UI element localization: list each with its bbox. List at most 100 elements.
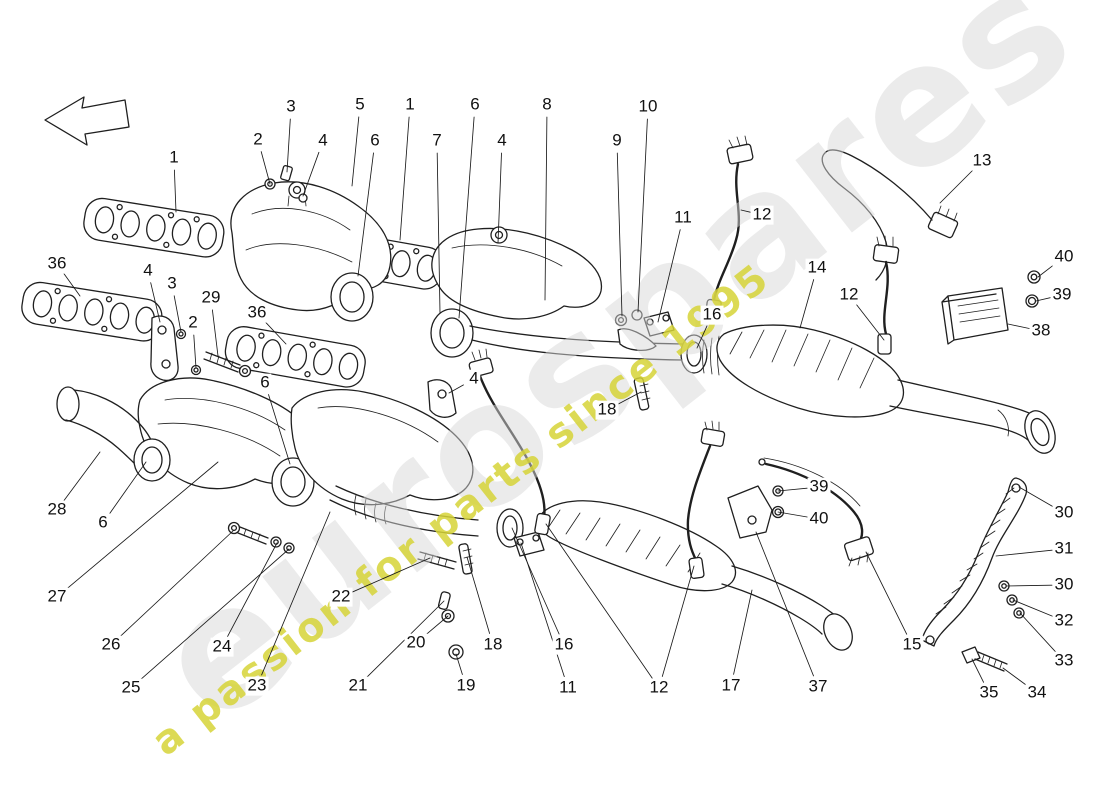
leader-line xyxy=(211,309,219,357)
stud-18-upper xyxy=(633,377,651,411)
part-callout-23[interactable]: 23 xyxy=(245,675,269,696)
leader-line xyxy=(261,511,331,676)
part-callout-35[interactable]: 35 xyxy=(977,682,1001,703)
part-callout-40[interactable]: 40 xyxy=(1052,246,1076,267)
leader-line xyxy=(755,531,814,677)
part-callout-13[interactable]: 13 xyxy=(970,150,994,171)
leader-line xyxy=(1005,584,1053,587)
part-callout-6[interactable]: 6 xyxy=(96,512,110,533)
pin-21 xyxy=(437,591,451,610)
part-callout-39[interactable]: 39 xyxy=(1050,284,1074,305)
part-callout-10[interactable]: 10 xyxy=(636,96,660,117)
leader-line xyxy=(268,394,291,465)
leader-line xyxy=(799,279,815,329)
part-callout-33[interactable]: 33 xyxy=(1052,650,1076,671)
washer-39-upper xyxy=(1025,294,1039,308)
leader-line xyxy=(119,529,235,638)
bolt-34-35 xyxy=(961,646,1008,672)
part-callout-26[interactable]: 26 xyxy=(99,634,123,655)
part-callout-12[interactable]: 12 xyxy=(647,677,671,698)
tail-pipe-lower xyxy=(721,565,853,651)
leader-line xyxy=(1002,667,1028,687)
part-callout-36[interactable]: 36 xyxy=(45,253,69,274)
part-callout-29[interactable]: 29 xyxy=(199,287,223,308)
part-callout-16[interactable]: 16 xyxy=(700,304,724,325)
part-callout-9[interactable]: 9 xyxy=(610,130,624,151)
part-callout-20[interactable]: 20 xyxy=(404,632,428,653)
part-callout-12[interactable]: 12 xyxy=(750,204,774,225)
part-callout-25[interactable]: 25 xyxy=(119,677,143,698)
part-callout-3[interactable]: 3 xyxy=(284,96,298,117)
part-callout-38[interactable]: 38 xyxy=(1029,320,1053,341)
part-callout-34[interactable]: 34 xyxy=(1025,682,1049,703)
leader-line xyxy=(357,152,374,277)
part-callout-16[interactable]: 16 xyxy=(552,634,576,655)
flange-seal-upper xyxy=(680,334,708,374)
part-callout-4[interactable]: 4 xyxy=(141,260,155,281)
leader-line xyxy=(865,551,908,635)
leader-line xyxy=(657,229,681,323)
part-callout-14[interactable]: 14 xyxy=(805,257,829,278)
part-callout-30[interactable]: 30 xyxy=(1052,574,1076,595)
part-callout-32[interactable]: 32 xyxy=(1052,610,1076,631)
part-callout-21[interactable]: 21 xyxy=(346,675,370,696)
leader-line xyxy=(109,461,147,514)
part-callout-8[interactable]: 8 xyxy=(540,94,554,115)
part-callout-2[interactable]: 2 xyxy=(186,312,200,333)
part-callout-2[interactable]: 2 xyxy=(251,129,265,150)
part-callout-4[interactable]: 4 xyxy=(316,130,330,151)
part-callout-24[interactable]: 24 xyxy=(210,636,234,657)
part-callout-31[interactable]: 31 xyxy=(1052,538,1076,559)
part-callout-28[interactable]: 28 xyxy=(45,499,69,520)
leader-line xyxy=(1007,323,1030,329)
stud-22 xyxy=(417,551,457,570)
leader-line xyxy=(448,384,464,394)
leader-line xyxy=(286,118,291,173)
part-callout-40[interactable]: 40 xyxy=(807,508,831,529)
leader-line xyxy=(777,511,808,518)
part-callout-11[interactable]: 11 xyxy=(672,207,694,228)
part-callout-7[interactable]: 7 xyxy=(430,130,444,151)
part-callout-5[interactable]: 5 xyxy=(353,94,367,115)
part-callout-39[interactable]: 39 xyxy=(807,476,831,497)
leader-line xyxy=(1035,297,1051,302)
part-callout-1[interactable]: 1 xyxy=(167,147,181,168)
part-callout-36[interactable]: 36 xyxy=(245,302,269,323)
part-callout-18[interactable]: 18 xyxy=(481,634,505,655)
part-callout-12[interactable]: 12 xyxy=(837,284,861,305)
part-callout-6[interactable]: 6 xyxy=(258,372,272,393)
part-callout-15[interactable]: 15 xyxy=(900,634,924,655)
leader-line xyxy=(63,273,81,297)
leader-line xyxy=(1018,486,1055,508)
leader-line xyxy=(455,653,463,675)
part-callout-37[interactable]: 37 xyxy=(806,676,830,697)
part-callout-19[interactable]: 19 xyxy=(454,675,478,696)
part-callout-4[interactable]: 4 xyxy=(467,368,481,389)
flex-coupling-3 xyxy=(271,457,315,507)
part-callout-11[interactable]: 11 xyxy=(557,677,579,698)
leader-line xyxy=(150,282,161,323)
clamp-bolt-set-right xyxy=(998,580,1025,619)
leader-line xyxy=(661,565,695,677)
mid-pipe-lower xyxy=(329,485,479,537)
leader-line xyxy=(139,548,290,681)
leader-line xyxy=(696,325,708,349)
bolt-3-upper xyxy=(280,164,293,182)
part-callout-27[interactable]: 27 xyxy=(45,586,69,607)
part-callout-6[interactable]: 6 xyxy=(368,130,382,151)
leader-line xyxy=(302,151,320,197)
leader-line xyxy=(939,169,974,204)
part-callout-4[interactable]: 4 xyxy=(495,130,509,151)
part-callout-3[interactable]: 3 xyxy=(165,273,179,294)
flex-coupling-1 xyxy=(330,272,374,322)
part-callout-17[interactable]: 17 xyxy=(719,675,743,696)
part-callout-22[interactable]: 22 xyxy=(329,586,353,607)
manifold-gasket-4 xyxy=(224,326,366,388)
part-callout-30[interactable]: 30 xyxy=(1052,502,1076,523)
leader-line xyxy=(740,209,751,213)
part-callout-18[interactable]: 18 xyxy=(595,399,619,420)
control-unit-38 xyxy=(941,287,1009,345)
part-callout-6[interactable]: 6 xyxy=(468,94,482,115)
part-callout-1[interactable]: 1 xyxy=(403,94,417,115)
washer-4-upper xyxy=(298,193,308,203)
